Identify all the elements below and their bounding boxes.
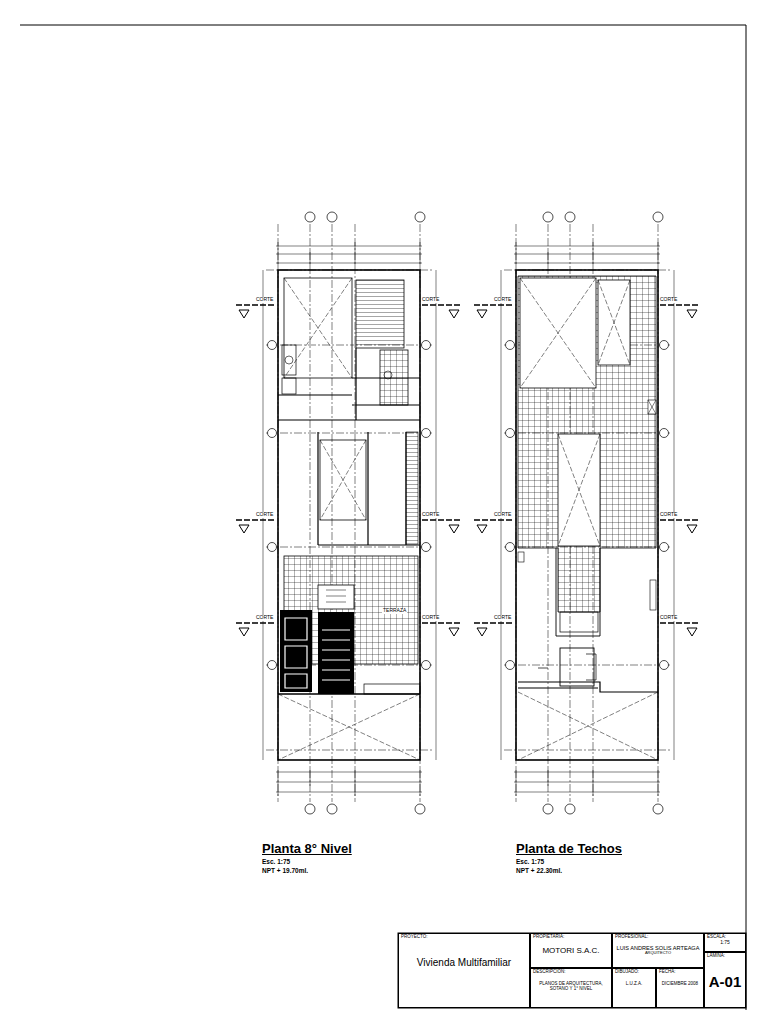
level-note: NPT + 22.30ml. [516, 867, 562, 874]
field-label: FECHA: [659, 970, 703, 975]
title-block-cell: LAMINA: A-01 [704, 952, 746, 1008]
plan-title: Planta 8° Nivel [262, 842, 352, 856]
section-label: CORTE [255, 512, 274, 518]
field-value: MOTORI S.A.C. [531, 946, 611, 955]
field-label: PROYECTO: [401, 935, 529, 940]
level-note: NPT + 19.70ml. [262, 867, 308, 874]
title-block-cell: DESCRIPCION: PLANOS DE ARQUITECTURA, SOTA… [530, 968, 612, 1008]
title-block-cell: PROYECTO: Vivienda Multifamiliar [398, 933, 530, 1008]
section-label: CORTE [493, 512, 512, 518]
section-label: CORTE [493, 615, 512, 621]
section-label: CORTE [659, 615, 678, 621]
section-label: CORTE [421, 297, 440, 303]
field-value: A-01 [705, 973, 745, 990]
field-label: DESCRIPCION: [533, 970, 611, 975]
room-name: TERRAZA [382, 608, 407, 614]
field-label: DIBUJADO: [615, 970, 655, 975]
title-block-cell: DIBUJADO: L.U.Z.A. [612, 968, 656, 1008]
field-value: Vivienda Multifamiliar [399, 957, 529, 969]
section-label: CORTE [421, 615, 440, 621]
field-value: 1:75 [705, 940, 745, 946]
section-label: CORTE [493, 297, 512, 303]
title-block-cell: FECHA: DICIEMBRE 2008 [656, 968, 704, 1008]
field-label: PROPIETARIA: [533, 935, 611, 940]
scale-note: Esc. 1:75 [516, 858, 544, 865]
plan-title: Planta de Techos [516, 842, 622, 856]
section-label: CORTE [659, 297, 678, 303]
title-block-cell: ESCALA:1:75 [704, 933, 746, 952]
section-label: CORTE [255, 615, 274, 621]
title-block-cell: PROPIETARIA: MOTORI S.A.C. [530, 933, 612, 968]
scale-note: Esc. 1:75 [262, 858, 290, 865]
section-label: CORTE [421, 512, 440, 518]
field-label: PROFESIONAL: [615, 935, 703, 940]
field-value: ARQUITECTO [613, 951, 703, 956]
section-label: CORTE [659, 512, 678, 518]
field-value: L.U.Z.A. [613, 981, 655, 986]
field-label: LAMINA: [707, 954, 745, 959]
field-value: PLANOS DE ARQUITECTURA, SOTANO Y 1° NIVE… [531, 981, 611, 991]
field-value: DICIEMBRE 2008 [657, 981, 703, 986]
section-label: CORTE [255, 297, 274, 303]
title-block-cell: PROFESIONAL:LUIS ANDRES SOLIS ARTEAGAARQ… [612, 933, 704, 968]
